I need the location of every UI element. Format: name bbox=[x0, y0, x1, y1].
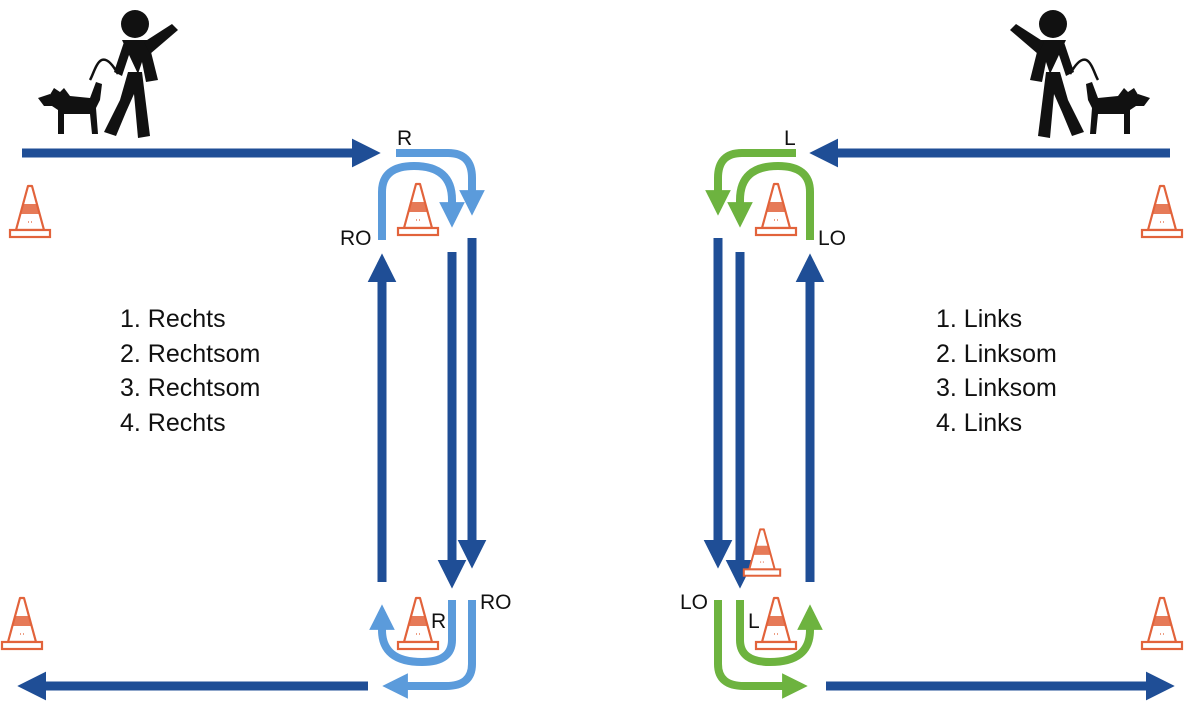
list-item: 2. Linksom bbox=[936, 339, 1057, 368]
label-r-bottom: R bbox=[431, 610, 446, 633]
label-ro-top: RO bbox=[340, 227, 372, 250]
left-turn-loop-top bbox=[705, 149, 814, 240]
handler-with-dog-icon-right bbox=[1008, 8, 1152, 140]
traffic-cone-icon bbox=[1140, 184, 1184, 239]
list-item: 4. Links bbox=[936, 408, 1023, 437]
label-ro-bottom: RO bbox=[480, 591, 512, 614]
traffic-cone-icon bbox=[0, 596, 44, 651]
right-turn-loop-top bbox=[378, 149, 485, 240]
right-turn-loop-bottom bbox=[369, 600, 476, 699]
label-lo-bottom: LO bbox=[680, 591, 708, 614]
traffic-cone-icon bbox=[742, 528, 782, 577]
list-item: 4. Rechts bbox=[120, 408, 226, 437]
handler-with-dog-icon-left bbox=[36, 8, 180, 140]
traffic-cone-icon bbox=[1140, 596, 1184, 651]
label-r-top: R bbox=[397, 127, 412, 150]
list-item: 1. Links bbox=[936, 305, 1023, 333]
traffic-cone-icon bbox=[396, 182, 440, 237]
list-item: 2. Rechtsom bbox=[120, 339, 261, 368]
list-item: 3. Rechtsom bbox=[120, 374, 261, 402]
left-turn-loop-bottom bbox=[714, 600, 823, 699]
list-item: 1. Rechts bbox=[120, 305, 226, 333]
traffic-cone-icon bbox=[8, 184, 52, 239]
label-l-bottom: L bbox=[748, 610, 760, 633]
step-list-left-turns: 1. Links 2. Linksom 3. Linksom 4. Links bbox=[936, 302, 1057, 440]
step-list-right-turns: 1. Rechts 2. Rechtsom 3. Rechtsom 4. Rec… bbox=[120, 302, 260, 440]
label-lo-top: LO bbox=[818, 227, 846, 250]
traffic-cone-icon bbox=[754, 596, 798, 651]
label-l-top: L bbox=[784, 127, 796, 150]
traffic-cone-icon bbox=[754, 182, 798, 237]
list-item: 3. Linksom bbox=[936, 374, 1057, 402]
